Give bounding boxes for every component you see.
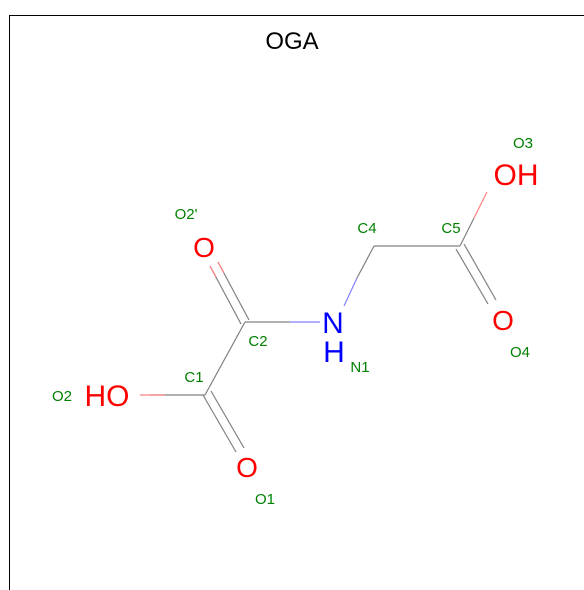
- label-c4: C4: [357, 220, 376, 237]
- bond-n1-c4-blue: [343, 277, 358, 307]
- bond-n1-c4: [356, 245, 375, 279]
- bonds: [140, 191, 497, 453]
- bond-c1-c2: [204, 321, 246, 396]
- label-o2: O2: [52, 388, 72, 405]
- bond-c2-o2p-red-a: [209, 265, 217, 278]
- diagram-frame: [9, 15, 584, 590]
- label-o3: O3: [513, 135, 533, 152]
- bond-c5-o4-a: [455, 248, 489, 305]
- bond-c1-o1-a: [202, 394, 237, 453]
- label-o4: O4: [510, 344, 530, 361]
- bond-c1-o1-b: [210, 390, 245, 449]
- label-c2: C2: [248, 333, 267, 350]
- label-c5: C5: [441, 220, 460, 237]
- atom-labels: O2' C4 C5 O3 C2 N1 C1 O2 O4 O1: [52, 135, 533, 508]
- element-symbols: O HO O N H OH O: [85, 159, 539, 483]
- label-c1: C1: [184, 369, 203, 386]
- element-h: H: [323, 336, 345, 369]
- element-ho: HO: [85, 380, 130, 413]
- label-o1: O1: [255, 491, 275, 508]
- element-o4: O: [492, 305, 514, 336]
- label-o2-prime: O2': [175, 206, 198, 223]
- bond-c5-o3-red: [473, 191, 488, 219]
- element-oh: OH: [494, 159, 539, 192]
- element-o1: O: [236, 452, 258, 483]
- bond-c2-o2p-red-b: [217, 261, 225, 274]
- bond-c5-o3: [459, 217, 475, 247]
- bond-c5-o4-b: [463, 243, 497, 301]
- label-n1: N1: [350, 359, 369, 376]
- molecule-title: OGA: [265, 28, 319, 55]
- element-o2-prime: O: [193, 232, 215, 263]
- element-n: N: [322, 307, 344, 340]
